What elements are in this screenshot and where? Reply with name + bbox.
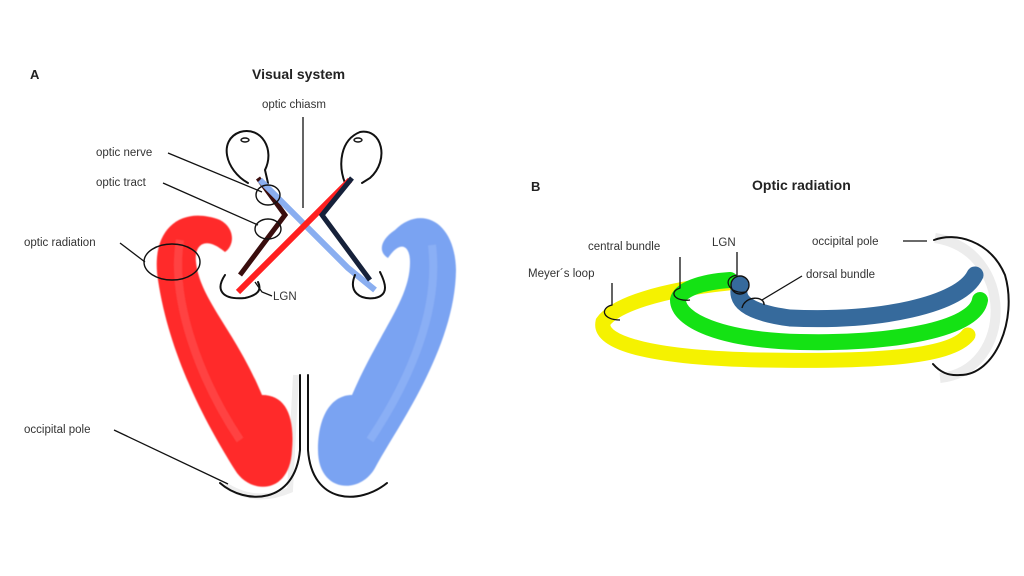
blue-crossing-fibers [257,177,377,293]
left-eye [225,130,270,184]
optic-fibers [235,176,377,295]
dorsal-bundle-marker [741,297,765,309]
occipital-shade [934,233,1001,383]
optic-nerve-marker [255,184,281,206]
occipital-pole-label: occipital pole [24,424,90,436]
right-eye-lens [353,137,363,143]
lgn-b-label: LGN [712,237,736,249]
meyers-loop-leader [603,283,621,321]
right-lgn-outline [352,271,386,300]
optic-tract-marker [254,218,282,240]
lgn-b-marker [730,275,750,295]
right-uncrossed-fibers [318,176,373,282]
central-bundle-leader [673,257,691,301]
central-bundle [669,272,988,351]
lgn-b-leader [727,252,746,293]
red-radiation-shape [156,215,293,487]
panel-a-title: Visual system [252,66,345,82]
optic-radiation-marker [143,243,201,281]
optic-nerve-label: optic nerve [96,147,152,159]
panel-b-title: Optic radiation [752,177,851,193]
optic-chiasm-label: optic chiasm [262,99,326,111]
occipital-pole-leader [113,429,229,485]
optic-nerve-leader [167,152,263,193]
panel-a: A Visual system [24,66,456,500]
meyers-loop-label: Meyer´s loop [528,268,594,280]
blue-radiation-shape [318,218,456,486]
red-radiation-highlight [174,239,244,443]
right-occipital-outline [307,374,388,498]
blue-radiation-highlight [366,244,438,443]
left-uncrossed-fibers [238,176,289,277]
optic-tract-label: optic tract [96,177,147,189]
occipital-pole-b-label: occipital pole [812,236,878,248]
meyers-loop-bundle [595,275,976,368]
dorsal-bundle [730,266,984,328]
central-bundle-label: central bundle [588,241,660,253]
occipital-pole-outline [932,236,1010,377]
left-eye-outline [225,130,270,184]
right-optic-radiation [318,218,456,486]
panel-b-letter: B [531,179,540,194]
left-optic-radiation [156,215,293,487]
left-occipital-outline [219,374,301,498]
optic-radiation-leader [119,242,146,263]
panel-a-letter: A [30,67,40,82]
right-eye-outline [340,130,383,184]
optic-radiation-label: optic radiation [24,237,96,249]
lgn-label: LGN [273,291,297,303]
lgn-leader [254,281,273,297]
dorsal-bundle-leader [761,275,803,301]
panel-b: B Optic radiation Meyer´s loop central b… [528,177,1010,383]
left-eye-lens [240,137,250,143]
dorsal-bundle-label: dorsal bundle [806,269,875,281]
red-crossing-fibers [235,177,353,295]
right-eye [340,130,383,184]
optic-tract-leader [162,182,259,226]
